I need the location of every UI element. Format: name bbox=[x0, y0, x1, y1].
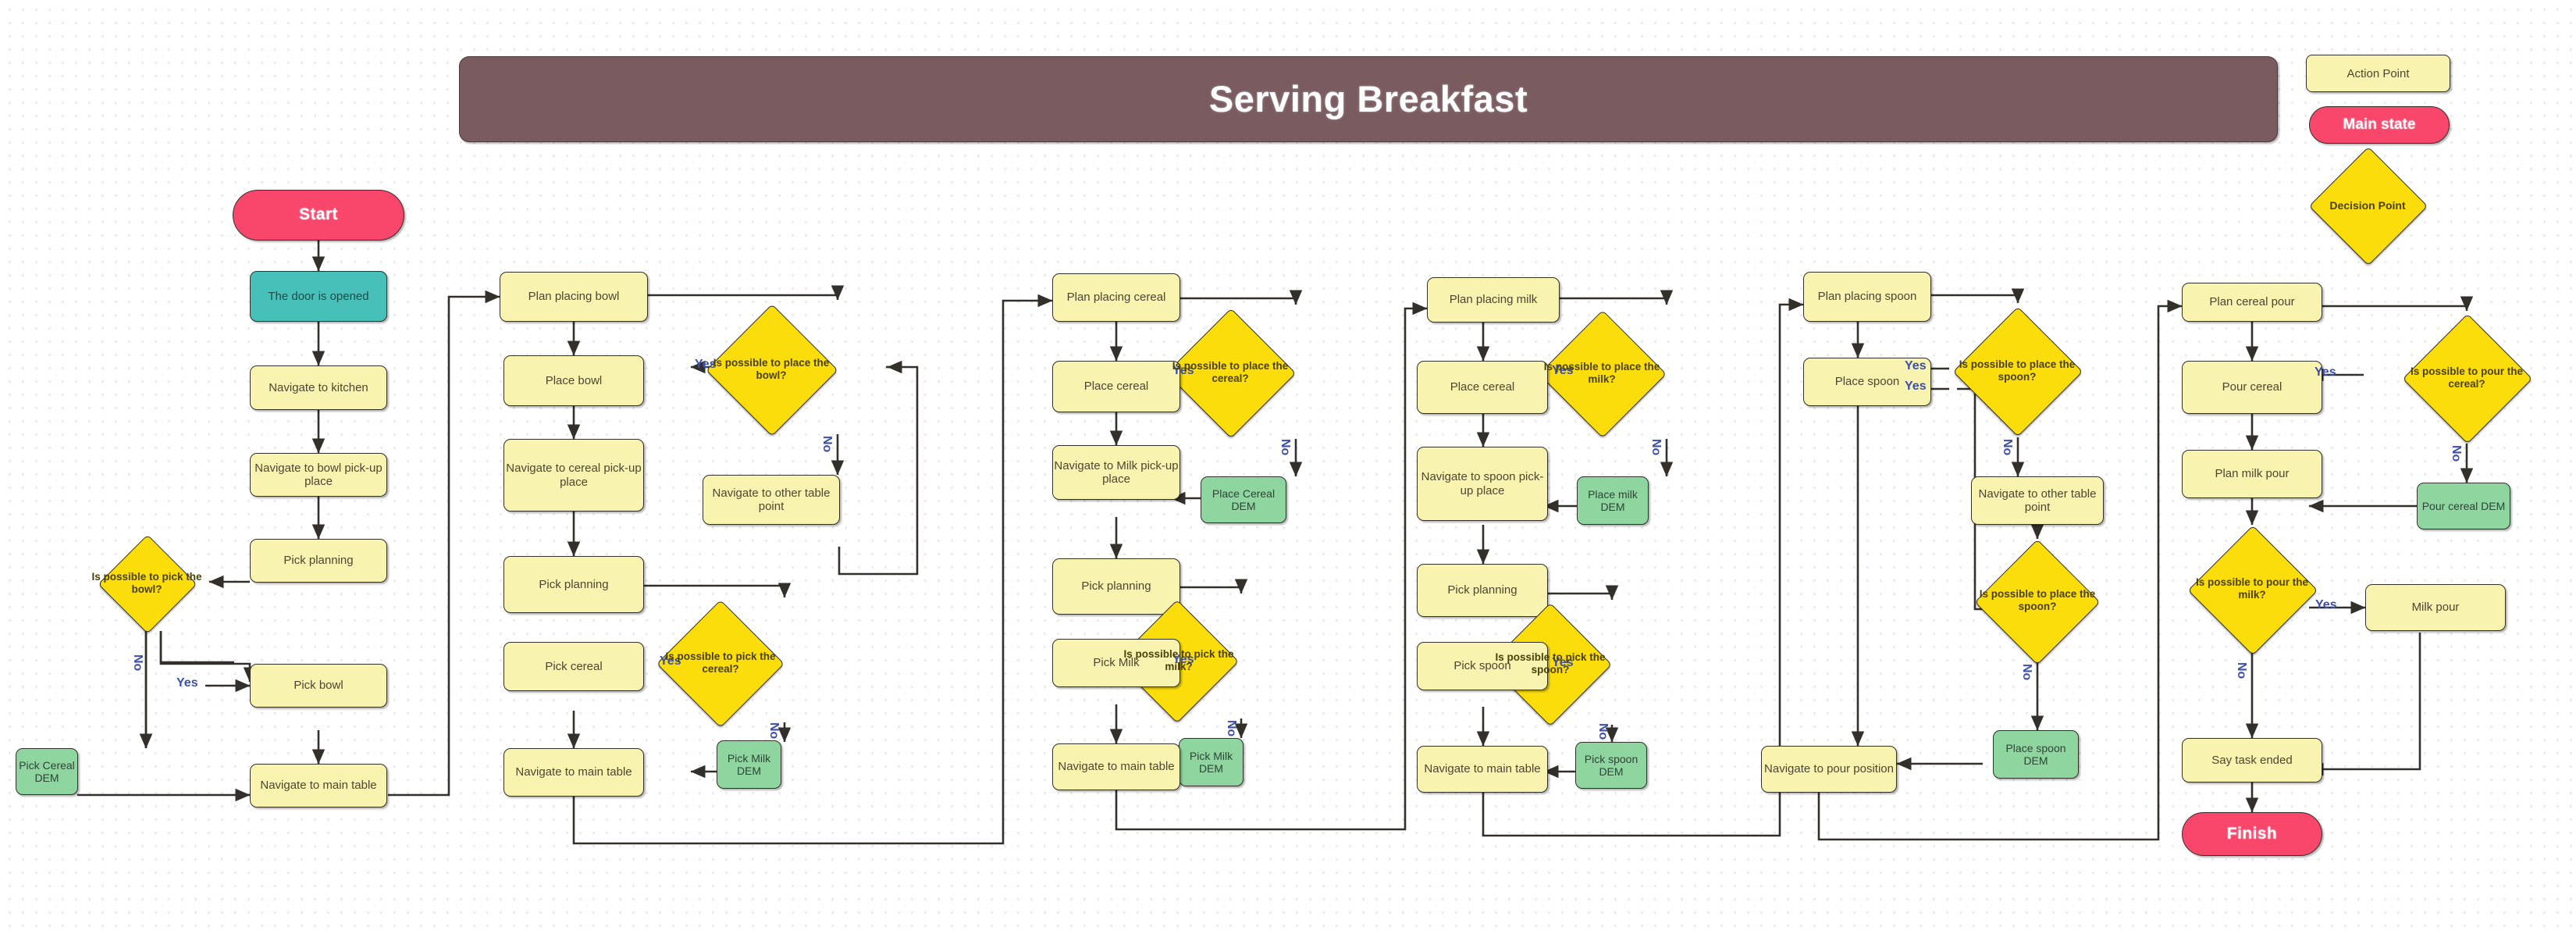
node-navigate-to-main-table-4[interactable]: Navigate to main table bbox=[1417, 746, 1548, 793]
legend-main-state: Main state bbox=[2309, 106, 2450, 144]
decision-label: Is possible to place the cereal? bbox=[1172, 359, 1289, 384]
node-navigate-to-other-table-point-2[interactable]: Navigate to other table point bbox=[1971, 476, 2104, 525]
node-place-bowl[interactable]: Place bowl bbox=[503, 355, 644, 406]
decision-is-possible-to-pick-the-milk[interactable]: Is possible to pick the milk? bbox=[1112, 599, 1246, 724]
edge-label-no: No bbox=[2020, 664, 2033, 681]
node-pick-milk-dem-2[interactable]: Pick Milk DEM bbox=[1179, 738, 1244, 786]
node-plan-milk-pour[interactable]: Plan milk pour bbox=[2182, 450, 2322, 498]
decision-is-possible-to-place-the-spoon-1[interactable]: Is possible to place the spoon? bbox=[1952, 306, 2083, 437]
edge-label-yes: Yes bbox=[695, 358, 717, 371]
node-navigate-to-pour-position[interactable]: Navigate to pour position bbox=[1761, 746, 1897, 793]
node-place-milk-dem[interactable]: Place milk DEM bbox=[1577, 476, 1649, 525]
decision-is-possible-to-pour-the-milk[interactable]: Is possible to pour the milk? bbox=[2186, 525, 2318, 656]
decision-is-possible-to-place-the-milk[interactable]: Is possible to place the milk? bbox=[1536, 309, 1667, 439]
node-navigate-to-main-table-3[interactable]: Navigate to main table bbox=[1052, 743, 1180, 790]
edge-label-no: No bbox=[820, 436, 834, 453]
edge-label-yes: Yes bbox=[1172, 364, 1194, 377]
node-navigate-to-other-table-point-1[interactable]: Navigate to other table point bbox=[703, 475, 840, 525]
decision-is-possible-to-place-the-spoon-2[interactable]: Is possible to place the spoon? bbox=[1972, 539, 2103, 665]
edge-label-yes: Yes bbox=[1905, 359, 1927, 373]
edge-label-yes: Yes bbox=[2315, 598, 2337, 611]
edge-label-no: No bbox=[1649, 439, 1663, 456]
decision-is-possible-to-place-the-bowl[interactable]: Is possible to place the bowl? bbox=[703, 304, 840, 437]
node-pick-planning-2[interactable]: Pick planning bbox=[503, 556, 644, 613]
edge-label-no: No bbox=[2001, 439, 2014, 456]
decision-is-possible-to-place-the-cereal[interactable]: Is possible to place the cereal? bbox=[1163, 308, 1297, 439]
node-pour-cereal-dem[interactable]: Pour cereal DEM bbox=[2417, 483, 2510, 529]
decision-label: Is possible to place the milk? bbox=[1543, 360, 1660, 385]
edge-label-yes: Yes bbox=[2314, 365, 2336, 379]
node-navigate-to-cereal-pickup-place[interactable]: Navigate to cereal pick-up place bbox=[503, 439, 644, 512]
node-navigate-to-main-table-2[interactable]: Navigate to main table bbox=[503, 748, 644, 797]
edge-label-no: No bbox=[1225, 720, 1238, 737]
edge-label-yes: Yes bbox=[660, 654, 681, 668]
decision-label: Is possible to pour the milk? bbox=[2195, 576, 2308, 601]
page-title: Serving Breakfast bbox=[459, 56, 2278, 142]
legend-action-point: Action Point bbox=[2306, 55, 2450, 92]
node-place-cereal-1[interactable]: Place cereal bbox=[1052, 361, 1180, 412]
node-navigate-to-main-table-1[interactable]: Navigate to main table bbox=[250, 764, 387, 807]
edge-label-no: No bbox=[131, 654, 144, 672]
node-place-spoon-dem[interactable]: Place spoon DEM bbox=[1993, 730, 2079, 779]
node-plan-placing-spoon[interactable]: Plan placing spoon bbox=[1803, 272, 1931, 322]
node-plan-placing-cereal[interactable]: Plan placing cereal bbox=[1052, 273, 1180, 322]
node-pick-spoon[interactable]: Pick spoon bbox=[1417, 642, 1548, 690]
decision-label: Is possible to place the bowl? bbox=[713, 356, 830, 381]
edge-label-yes: Yes bbox=[176, 676, 198, 690]
edge-label-no: No bbox=[2450, 445, 2463, 462]
edge-label-no: No bbox=[1279, 439, 1292, 456]
node-plan-cereal-pour[interactable]: Plan cereal pour bbox=[2182, 283, 2322, 322]
node-pick-spoon-dem[interactable]: Pick spoon DEM bbox=[1575, 742, 1647, 789]
edge-label-yes: Yes bbox=[1905, 380, 1927, 393]
node-start[interactable]: Start bbox=[233, 190, 404, 241]
edge-label-no: No bbox=[767, 722, 781, 740]
node-pour-cereal[interactable]: Pour cereal bbox=[2182, 361, 2322, 414]
decision-label: Is possible to place the spoon? bbox=[1979, 587, 2096, 612]
node-pick-planning-1[interactable]: Pick planning bbox=[250, 539, 387, 583]
node-place-cereal-dem[interactable]: Place Cereal DEM bbox=[1201, 476, 1286, 523]
legend-decision-point: Decision Point bbox=[2308, 146, 2428, 266]
node-pick-cereal[interactable]: Pick cereal bbox=[503, 642, 644, 691]
decision-label: Is possible to pick the spoon? bbox=[1495, 651, 1606, 676]
decision-label: Is possible to pick the milk? bbox=[1123, 647, 1234, 672]
decision-label: Is possible to pour the cereal? bbox=[2410, 365, 2523, 390]
node-door-opened[interactable]: The door is opened bbox=[250, 271, 387, 322]
edge-label-yes: Yes bbox=[1552, 656, 1574, 669]
decision-is-possible-to-pick-the-bowl[interactable]: Is possible to pick the bowl? bbox=[81, 534, 212, 634]
decision-is-possible-to-pick-the-cereal[interactable]: Is possible to pick the cereal? bbox=[652, 599, 789, 729]
node-navigate-to-spoon-pickup-place[interactable]: Navigate to spoon pick-up place bbox=[1417, 447, 1548, 521]
node-navigate-to-kitchen[interactable]: Navigate to kitchen bbox=[250, 365, 387, 410]
edge-label-yes: Yes bbox=[1172, 653, 1194, 666]
node-pick-bowl[interactable]: Pick bowl bbox=[250, 664, 387, 708]
node-pick-planning-4[interactable]: Pick planning bbox=[1417, 564, 1548, 617]
node-plan-placing-bowl[interactable]: Plan placing bowl bbox=[500, 272, 648, 322]
node-pick-milk-dem-1[interactable]: Pick Milk DEM bbox=[717, 740, 781, 789]
node-milk-pour[interactable]: Milk pour bbox=[2365, 584, 2506, 631]
edge-label-no: No bbox=[2235, 662, 2248, 679]
node-pick-planning-3[interactable]: Pick planning bbox=[1052, 558, 1180, 615]
decision-is-possible-to-pick-the-spoon[interactable]: Is possible to pick the spoon? bbox=[1483, 602, 1617, 727]
node-place-spoon[interactable]: Place spoon bbox=[1803, 358, 1931, 406]
node-plan-placing-milk[interactable]: Plan placing milk bbox=[1427, 277, 1560, 323]
node-say-task-ended[interactable]: Say task ended bbox=[2182, 738, 2322, 782]
node-navigate-to-milk-pickup-place[interactable]: Navigate to Milk pick-up place bbox=[1052, 445, 1180, 500]
decision-is-possible-to-pour-the-cereal[interactable]: Is possible to pour the cereal? bbox=[2400, 312, 2534, 444]
decision-label: Is possible to pick the bowl? bbox=[91, 570, 202, 595]
edge-label-yes: Yes bbox=[1552, 364, 1574, 377]
node-finish[interactable]: Finish bbox=[2182, 812, 2322, 856]
node-place-cereal-2[interactable]: Place cereal bbox=[1417, 361, 1548, 414]
decision-label: Is possible to pick the cereal? bbox=[665, 650, 776, 675]
edge-label-no: No bbox=[1596, 723, 1610, 740]
node-navigate-to-bowl-pickup-place[interactable]: Navigate to bowl pick-up place bbox=[250, 453, 387, 497]
node-pick-cereal-dem[interactable]: Pick Cereal DEM bbox=[16, 748, 78, 795]
decision-label: Is possible to place the spoon? bbox=[1959, 358, 2076, 383]
legend-decision-label: Decision Point bbox=[2329, 198, 2406, 212]
node-pick-milk[interactable]: Pick Milk bbox=[1052, 639, 1180, 687]
